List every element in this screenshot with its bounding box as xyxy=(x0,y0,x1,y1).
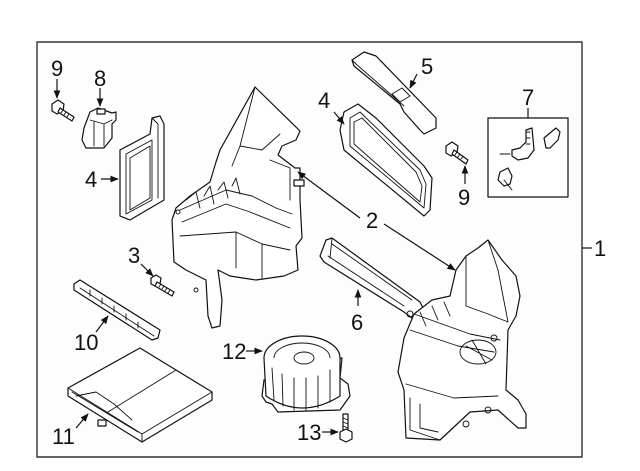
callout-13: 13 xyxy=(297,420,321,445)
callout-10: 11 xyxy=(52,424,75,449)
screw-right xyxy=(445,141,469,165)
leader-11 xyxy=(95,315,109,333)
bolt-13 xyxy=(339,413,353,443)
callout-4a: 4 xyxy=(85,167,97,192)
leader-5 xyxy=(409,73,418,89)
leader-2a xyxy=(297,171,361,219)
case-half-right xyxy=(397,239,527,441)
callout-1: 1 xyxy=(594,236,606,261)
callout-12: 12 xyxy=(222,339,246,364)
leader-3 xyxy=(140,263,154,277)
screw-left xyxy=(51,99,75,122)
blower-motor xyxy=(261,335,351,413)
callout-9a: 9 xyxy=(51,56,63,81)
callout-9b: 9 xyxy=(458,185,470,210)
callout-5: 5 xyxy=(421,54,433,79)
filter-cover-right xyxy=(339,103,433,217)
duct-seal xyxy=(351,51,437,135)
leader-10 xyxy=(75,413,89,429)
link-kit-box xyxy=(487,108,569,198)
callout-2: 2 xyxy=(366,208,378,233)
filter-cover-left xyxy=(119,115,165,221)
leader-4b xyxy=(333,111,345,125)
screw-3 xyxy=(150,274,175,297)
callout-3: 3 xyxy=(128,243,140,268)
case-half-left xyxy=(171,86,305,329)
callout-4b: 4 xyxy=(318,88,330,113)
actuator xyxy=(81,107,117,149)
cabin-air-filter xyxy=(67,347,213,443)
callout-7: 7 xyxy=(522,85,534,110)
callout-11: 10 xyxy=(74,330,98,355)
filter-frame xyxy=(73,279,161,341)
callout-6: 6 xyxy=(351,310,363,335)
leader-2b xyxy=(383,223,456,271)
callout-8: 8 xyxy=(94,66,106,91)
